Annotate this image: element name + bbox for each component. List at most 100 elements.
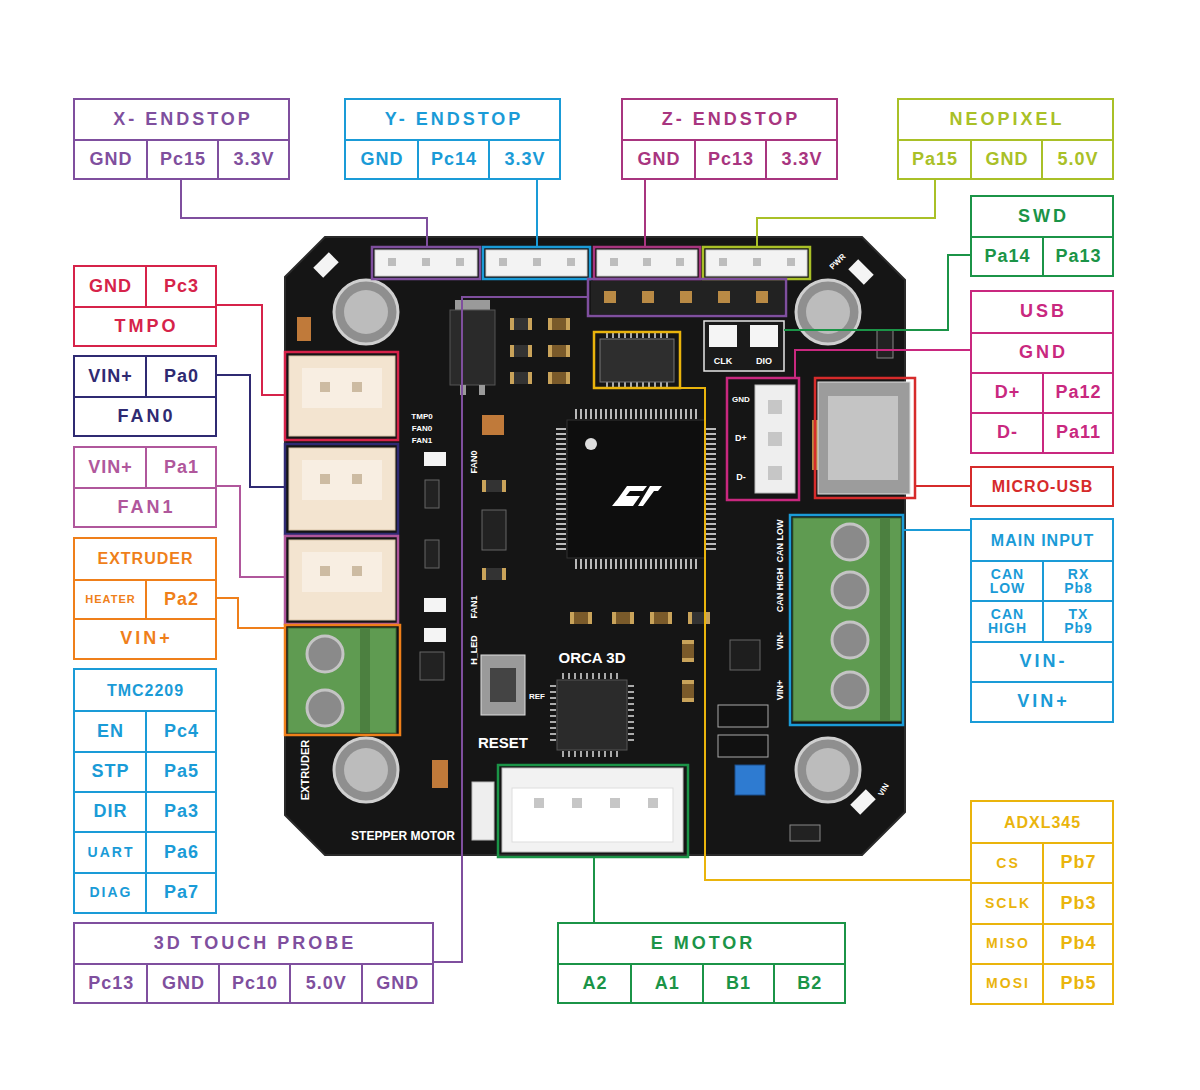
pin-label: EXTRUDER (96, 549, 193, 568)
pin-label: GND (636, 149, 680, 171)
table-cell: MICRO-USB (972, 468, 1112, 505)
table-cell: Pa14 (972, 238, 1042, 275)
table-row: MICRO-USB (972, 468, 1112, 505)
table-row: GNDPc133.3V (623, 139, 836, 178)
table-cell: VIN+ (75, 357, 145, 396)
table-cell: GND (623, 141, 694, 178)
table-cell: Pa1 (145, 448, 215, 487)
silkscreen-label: VIN- (776, 632, 785, 650)
table-cell: Y- ENDSTOP (346, 100, 559, 139)
pin-label: DIAG (88, 884, 133, 901)
pin-label: B2 (796, 973, 822, 995)
table-cell: Pc4 (145, 712, 215, 750)
driver-chip (553, 676, 631, 754)
table-row: VIN+ (75, 618, 215, 658)
table-cell: GND (75, 141, 146, 178)
silkscreen-label: RESET (478, 735, 528, 750)
pin-label: Pa3 (163, 801, 199, 823)
table-cell: 3.3V (488, 141, 559, 178)
pin-label: A2 (582, 973, 608, 995)
table-cell: Pa11 (1042, 414, 1112, 452)
table-cell: D- (972, 414, 1042, 452)
table-row: VIN+ Pa0 (75, 357, 215, 396)
pin-label: X- ENDSTOP (110, 109, 253, 131)
pinout-table: 3D TOUCH PROBEPc13GNDPc105.0VGND (73, 922, 434, 1004)
table-cell: GND (970, 141, 1041, 178)
table-cell: VIN+ (75, 620, 215, 658)
table-row: HEATERPa2 (75, 579, 215, 619)
table-row: TMPO (75, 306, 215, 345)
table-cell: FAN0 (75, 398, 215, 435)
pin-label: Pa2 (163, 589, 199, 611)
table-cell: A2 (559, 965, 630, 1002)
table-cell: Pa6 (145, 833, 215, 871)
pin-label: Pc13 (87, 973, 134, 995)
table-row: GND Pc153.3V (75, 139, 288, 178)
silkscreen-label: FAN0 (470, 450, 479, 473)
table-cell: Pa0 (145, 357, 215, 396)
table-cell: B2 (773, 965, 844, 1002)
table-cell: GND (972, 334, 1112, 372)
table-row: MAIN INPUT (972, 520, 1112, 560)
table-cell: DIAG (75, 874, 145, 912)
pin-label: GND (88, 276, 132, 298)
pin-label: VIN+ (87, 457, 133, 479)
table-cell: Pa5 (145, 753, 215, 791)
mounting-holes (334, 280, 860, 802)
table-row: DIAGPa7 (75, 872, 215, 912)
table-cell: 3.3V (217, 141, 288, 178)
pinout-table: MICRO-USB (970, 466, 1114, 507)
pin-label: VIN+ (87, 366, 133, 388)
table-cell: Pc15 (146, 141, 217, 178)
pinout-table: Z- ENDSTOPGNDPc133.3V (621, 98, 838, 180)
silkscreen-label: STEPPER MOTOR (351, 830, 455, 842)
table-cell: ADXL345 (972, 802, 1112, 842)
table-row: SCLKPb3 (972, 882, 1112, 922)
pin-label: NEOPIXEL (946, 109, 1064, 131)
pin-label: RX Pb8 (1063, 567, 1093, 596)
pin-label: CAN HIGH (987, 607, 1027, 636)
table-cell: Pc14 (417, 141, 488, 178)
pin-label: VIN+ (1014, 691, 1070, 713)
table-cell: GND (346, 141, 417, 178)
pin-label: STP (90, 761, 129, 783)
table-cell: 3D TOUCH PROBE (75, 924, 432, 963)
table-cell: VIN- (972, 643, 1112, 681)
extruder-terminal (288, 628, 396, 733)
pin-label: MAIN INPUT (990, 531, 1094, 550)
pin-label: Pa0 (163, 366, 199, 388)
pin-label: Pa15 (911, 149, 958, 171)
pin-label: GND (88, 149, 132, 171)
silkscreen-label: DIO (756, 357, 772, 366)
table-cell: 5.0V (289, 965, 360, 1002)
pin-label: Pa1 (163, 457, 199, 479)
table-row: E MOTOR (559, 924, 844, 963)
pin-label: 5.0V (305, 973, 347, 995)
table-row: Pa14Pa13 (972, 236, 1112, 275)
table-cell: MISO (972, 925, 1042, 963)
power-terminal (793, 518, 901, 721)
table-cell: VIN+ (75, 448, 145, 487)
table-row: GNDPc3 (75, 267, 215, 306)
pin-label: Pb4 (1059, 933, 1096, 955)
table-cell: TMC2209 (75, 670, 215, 710)
pin-label: B1 (725, 973, 751, 995)
pin-label: A1 (654, 973, 680, 995)
pin-label: Pa11 (1055, 422, 1101, 444)
pinout-table: USBGNDD+Pa12D-Pa11 (970, 290, 1114, 454)
pin-label: MOSI (984, 975, 1030, 992)
table-cell: 5.0V (1041, 141, 1112, 178)
silkscreen-label: CLK (714, 357, 733, 366)
pin-label: D- (996, 422, 1018, 444)
table-row: X- ENDSTOP (75, 100, 288, 139)
table-row: VIN+ (972, 681, 1112, 721)
micro-usb-port (812, 382, 910, 494)
silkscreen-label: TMP0 (411, 413, 432, 421)
silkscreen-label: D- (736, 473, 746, 482)
table-cell: CAN LOW (972, 562, 1042, 600)
pin-label: 3.3V (503, 149, 545, 171)
table-row: USB (972, 292, 1112, 332)
table-cell: Z- ENDSTOP (623, 100, 836, 139)
pin-label: CS (994, 855, 1019, 872)
pin-label: CAN LOW (989, 567, 1026, 596)
